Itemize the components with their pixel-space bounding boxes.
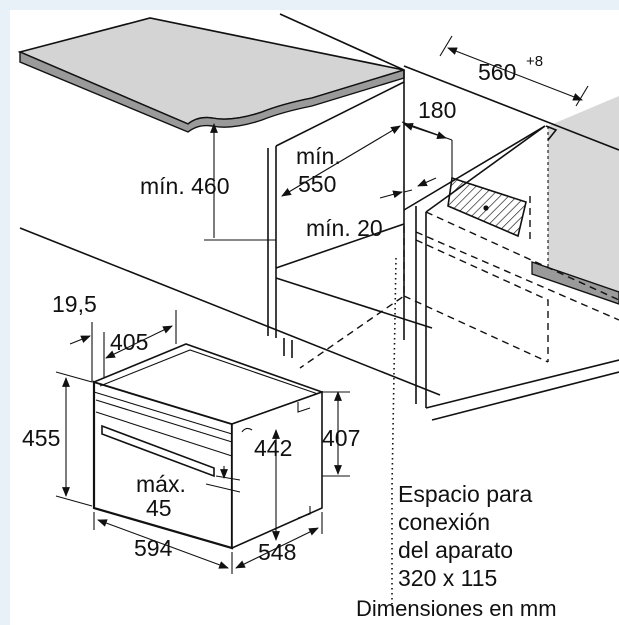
connection-note: Espacio para conexión del aparato 320 x …: [356, 481, 557, 621]
note-line-2: conexión: [398, 509, 490, 535]
note-line-3: del aparato: [398, 537, 513, 563]
dimension-lines: [55, 35, 589, 574]
note-line-1: Espacio para: [398, 481, 532, 507]
right-cabinet-top: [531, 96, 619, 305]
label-min460: mín. 460: [140, 173, 230, 199]
label-405: 405: [110, 329, 148, 355]
label-594: 594: [134, 535, 173, 561]
label-min550-b: 550: [298, 171, 336, 197]
oven: [91, 343, 325, 550]
label-180: 180: [418, 97, 456, 123]
label-min550-a: mín.: [296, 143, 341, 169]
label-560: 560: [478, 59, 516, 85]
label-19-5: 19,5: [52, 291, 97, 317]
dimension-labels: 560 +8 180 mín. 550 mín. 460 mín. 20 19,…: [22, 53, 543, 565]
connection-point: [483, 205, 489, 211]
label-548: 548: [258, 539, 296, 565]
label-max45-a: máx.: [136, 471, 186, 497]
label-560-tolerance: +8: [526, 53, 543, 70]
label-442: 442: [254, 435, 292, 461]
note-line-4: 320 x 115: [398, 565, 497, 591]
label-max45-b: 45: [146, 495, 172, 521]
hidden-edges: [299, 196, 619, 369]
label-455: 455: [22, 425, 60, 451]
units-note: Dimensiones en mm: [356, 596, 557, 621]
note-leader: [391, 257, 397, 489]
label-min20: mín. 20: [306, 215, 383, 241]
label-407: 407: [322, 425, 360, 451]
